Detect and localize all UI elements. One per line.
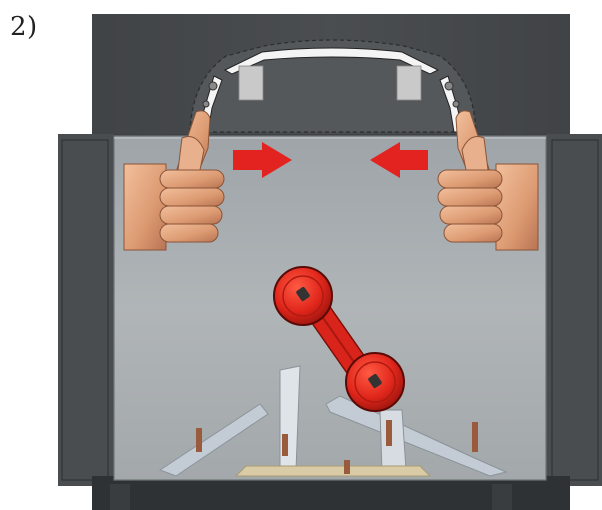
baffle-bracket	[190, 40, 476, 132]
